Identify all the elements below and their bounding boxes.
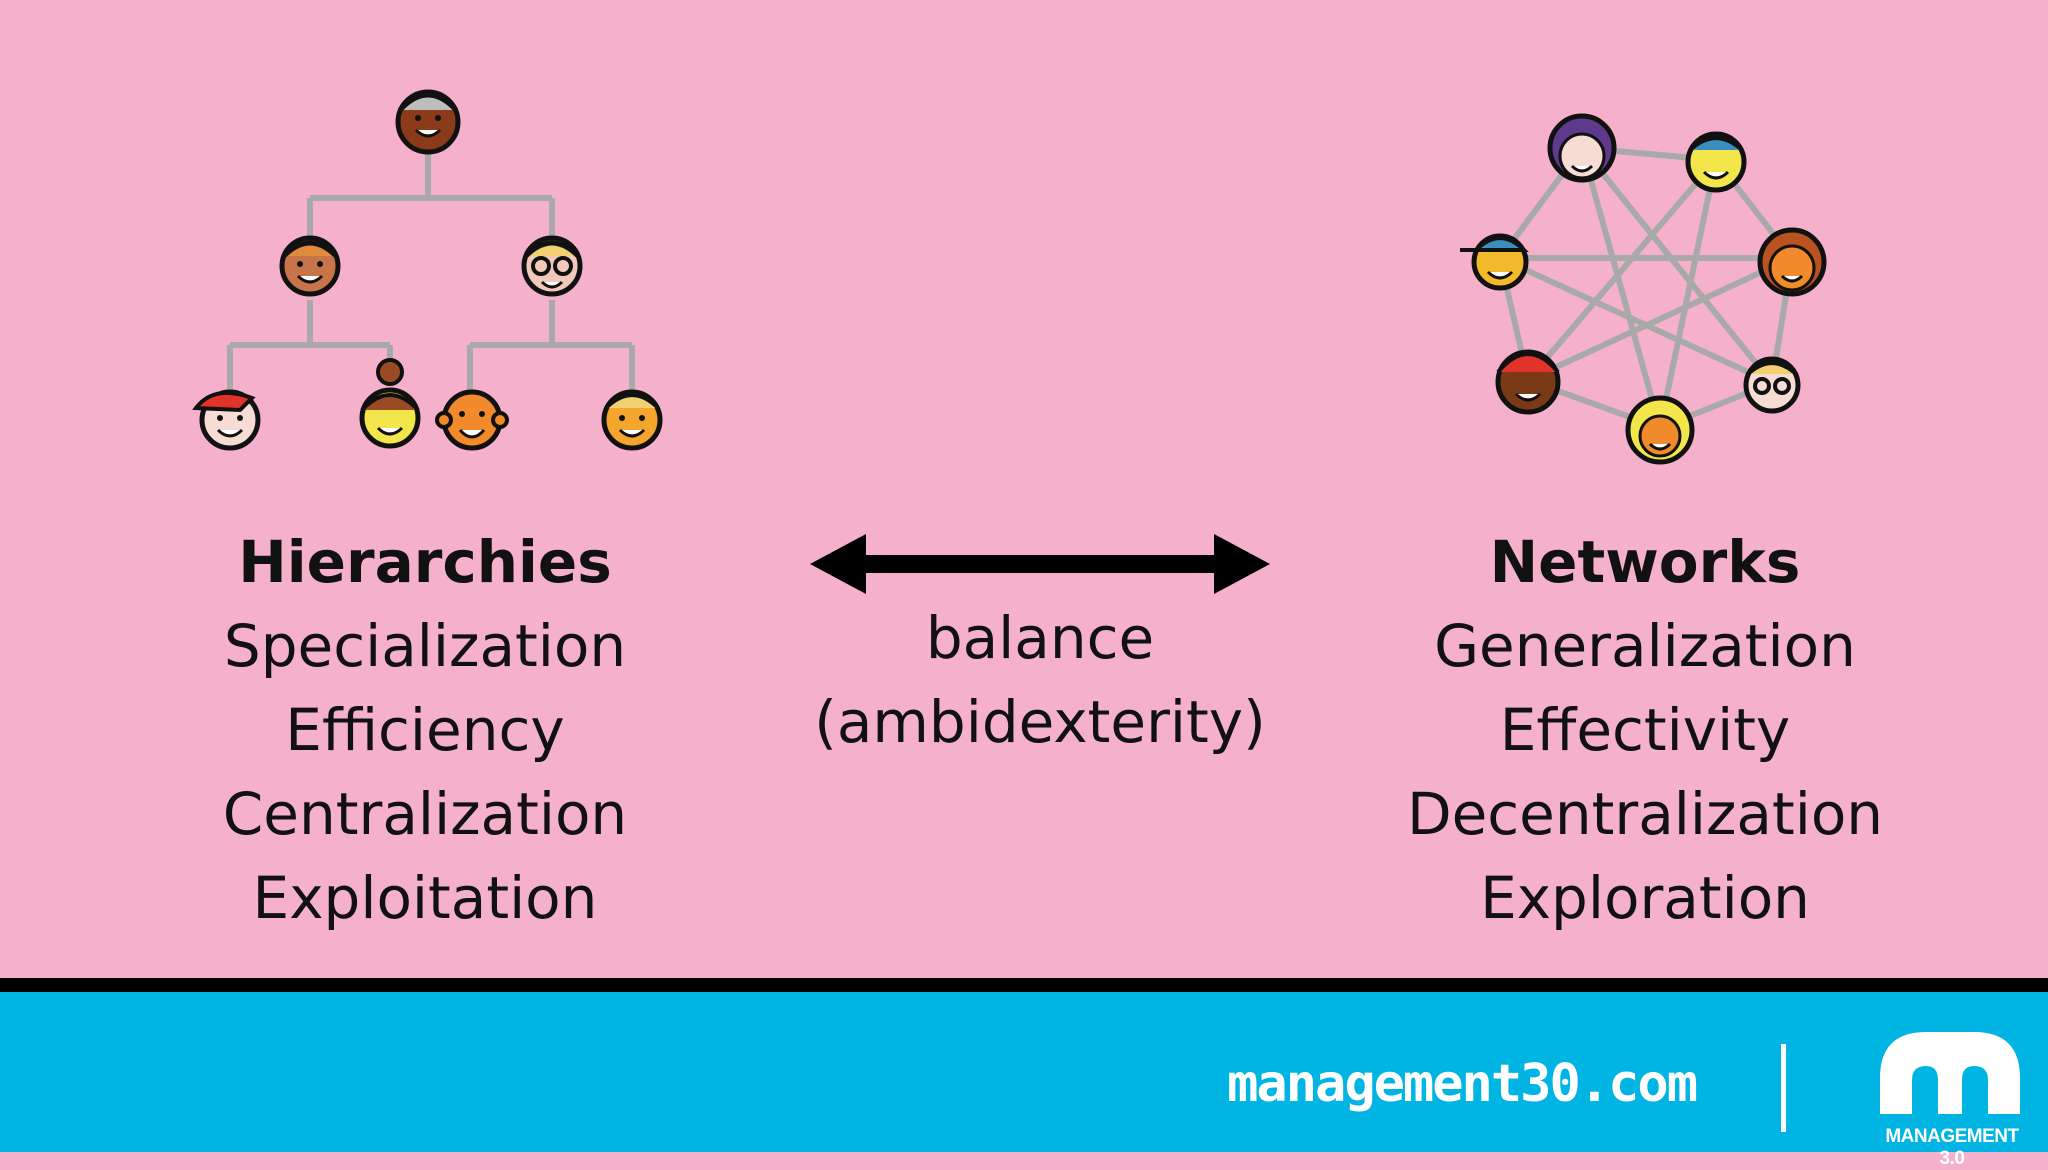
face-icon-manager-right [521, 235, 583, 297]
double-arrow-icon [810, 534, 1270, 594]
networks-heading: Networks [1489, 528, 1801, 596]
hierarchies-heading: Hierarchies [238, 528, 612, 596]
face-icon-employee-3 [435, 389, 509, 451]
balance-text: balance [925, 604, 1155, 672]
face-icon-network-3 [1757, 227, 1827, 297]
networks-item: Decentralization [1406, 780, 1884, 848]
networks-item: Effectivity [1499, 696, 1791, 764]
face-icon-network-7 [1743, 356, 1801, 414]
face-icon-network-4 [1460, 233, 1529, 291]
face-icon-network-5 [1495, 349, 1561, 415]
hierarchy-connectors [227, 150, 635, 395]
hierarchy-diagram [192, 89, 663, 451]
face-icon-network-2 [1685, 131, 1747, 193]
hierarchies-item: Specialization [223, 612, 627, 680]
hierarchies-column: Hierarchies Specialization Efficiency Ce… [200, 520, 650, 940]
website-link[interactable]: management30.com [1227, 1054, 1698, 1114]
face-icon-network-1 [1547, 113, 1617, 183]
hierarchies-item: Efficiency [285, 696, 565, 764]
network-diagram [1460, 113, 1827, 465]
face-icon-employee-2 [359, 358, 421, 449]
face-icon-manager-left [279, 235, 341, 297]
footer-bar: management30.com MANAGEMENT 3.0 [0, 978, 2048, 1169]
face-icon-employee-4 [601, 389, 663, 451]
networks-item: Exploration [1480, 864, 1810, 932]
management30-logo-icon [1880, 1032, 2020, 1114]
ambidexterity-text: (ambidexterity) [814, 688, 1266, 756]
network-connectors [1497, 145, 1795, 431]
face-icon-boss [395, 89, 461, 155]
footer-divider [1781, 1044, 1786, 1132]
networks-column: Networks Generalization Effectivity Dece… [1400, 520, 1890, 940]
logo-text: MANAGEMENT 3.0 [1885, 1126, 2019, 1169]
hierarchies-item: Exploitation [252, 864, 598, 932]
balance-label: balance (ambidexterity) [790, 596, 1290, 764]
networks-item: Generalization [1434, 612, 1856, 680]
face-icon-network-6 [1625, 395, 1695, 465]
hierarchies-item: Centralization [222, 780, 628, 848]
face-icon-employee-1 [192, 389, 261, 451]
